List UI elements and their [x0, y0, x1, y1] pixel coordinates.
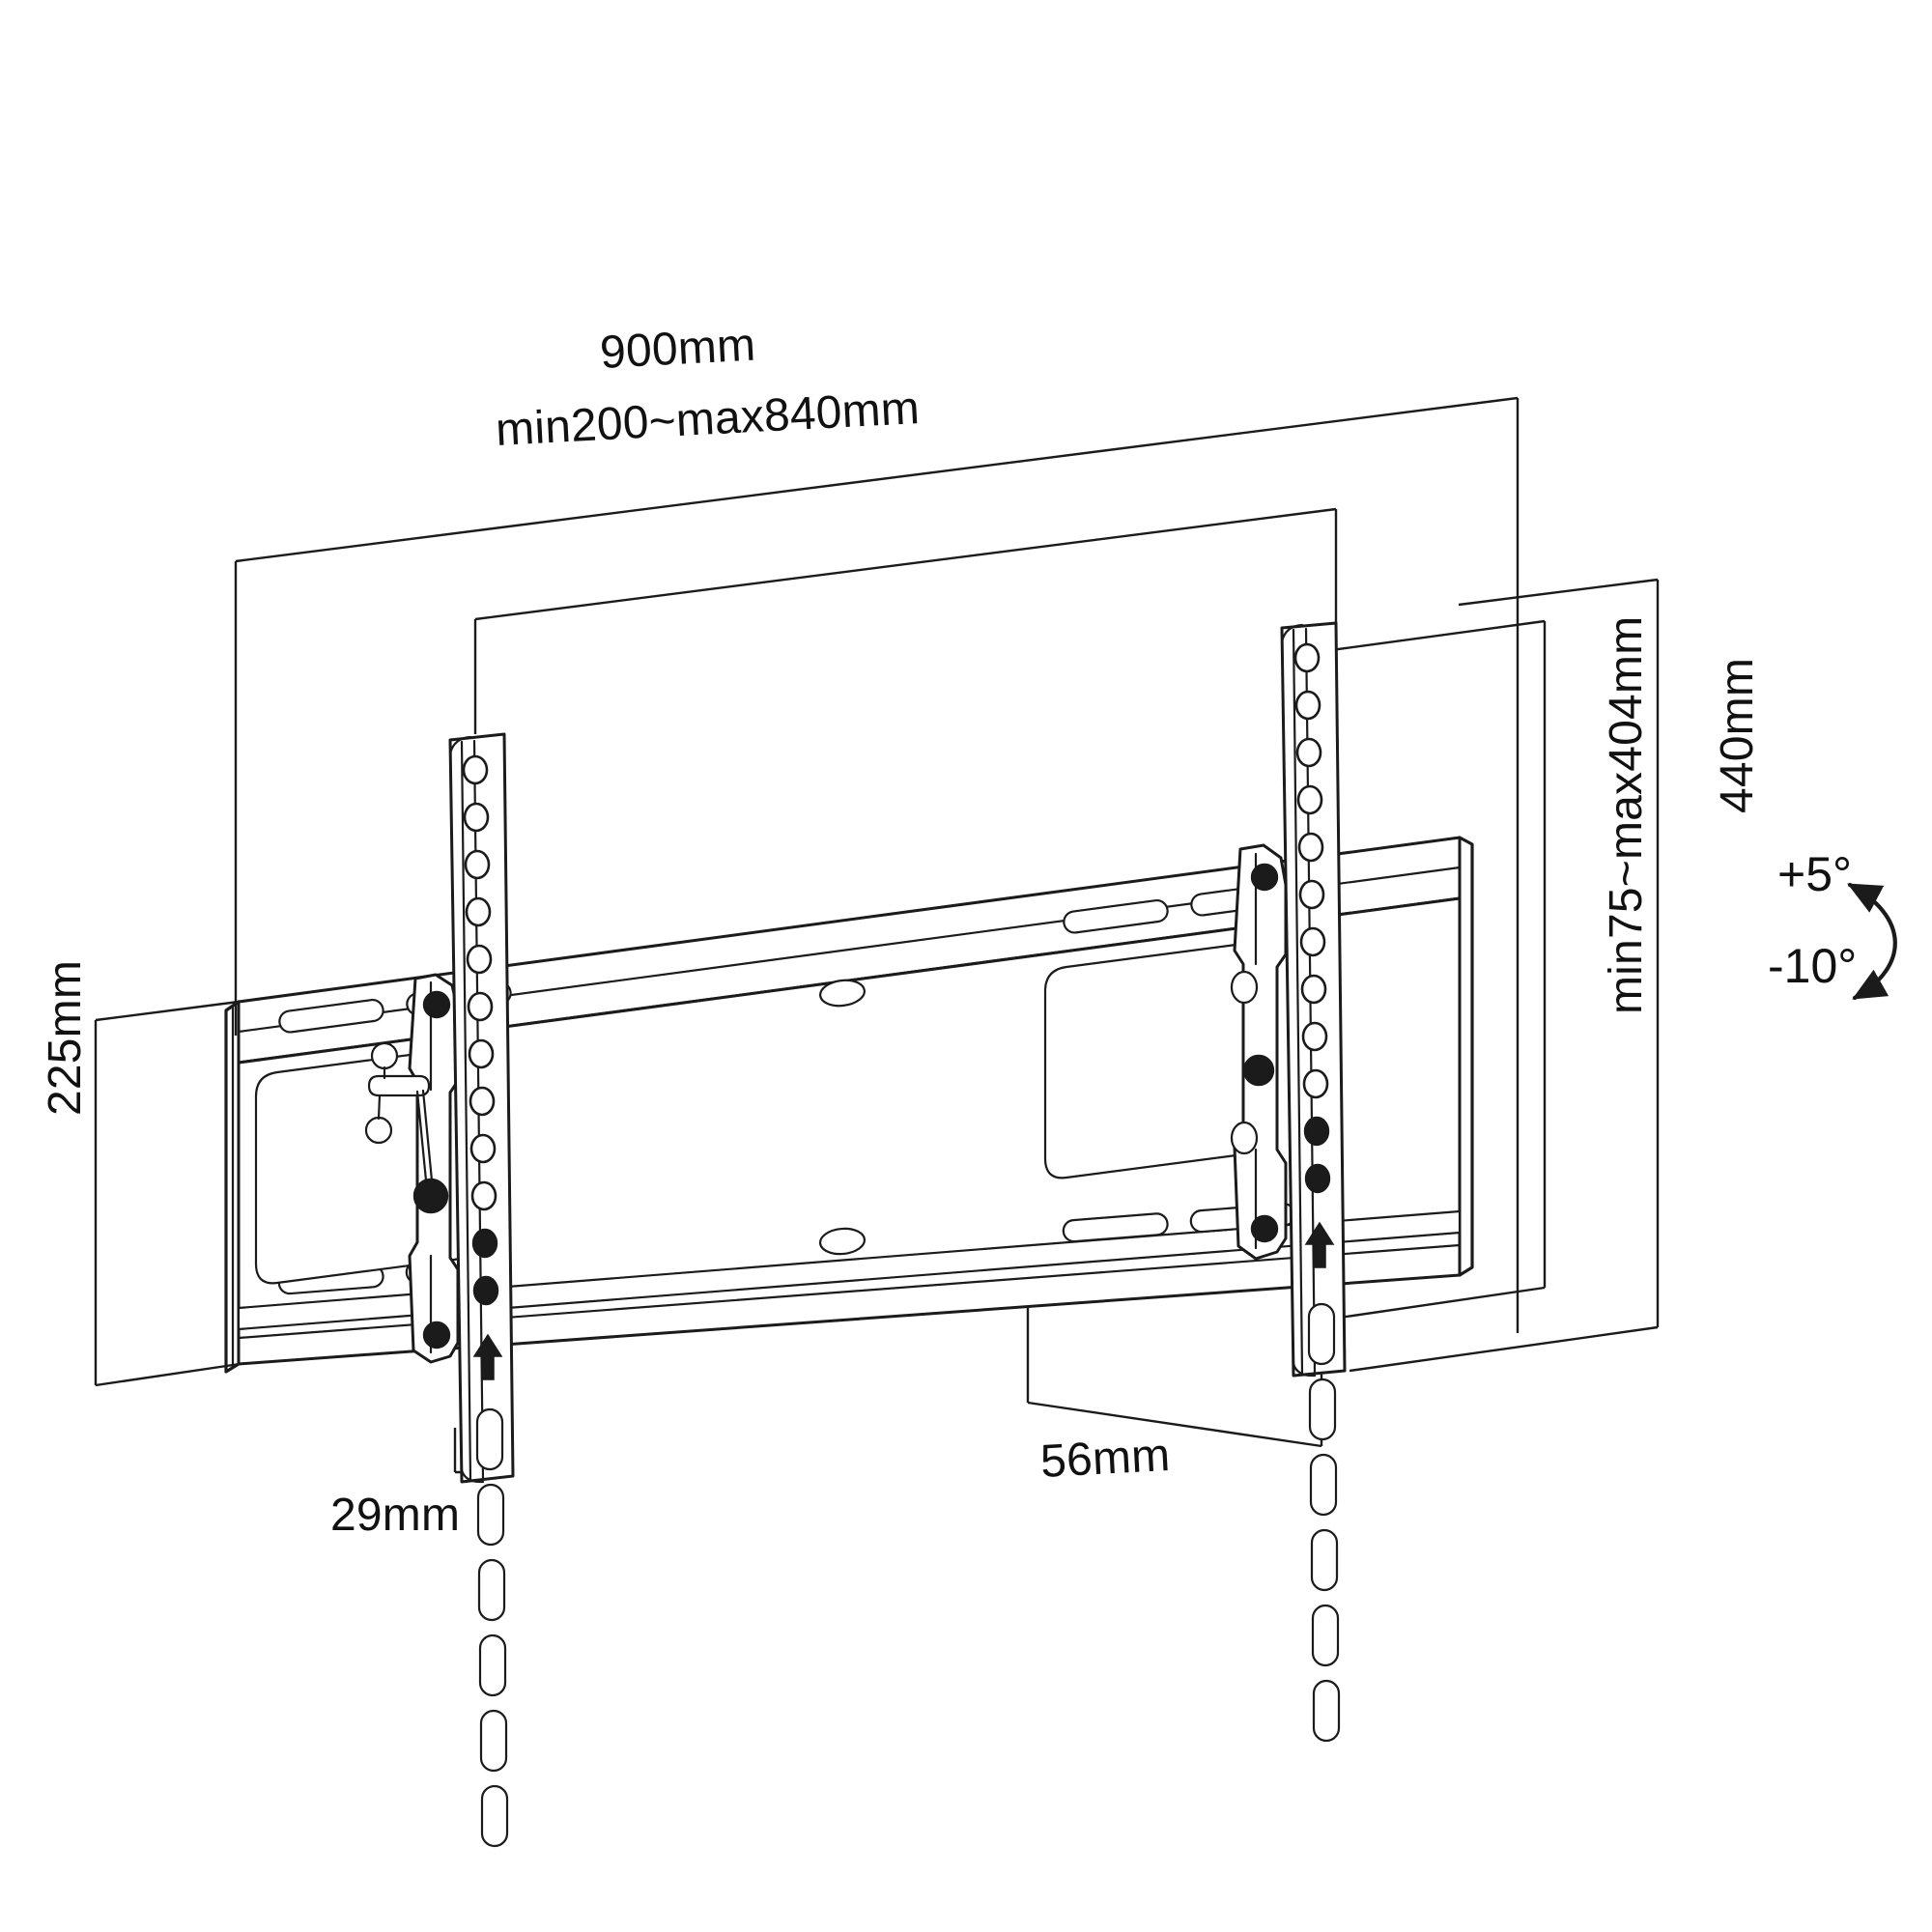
tilt-up-angle-label: +5°	[1777, 847, 1853, 901]
rail-depth-label: 29mm	[330, 1490, 461, 1541]
wall-plate-height-dimension-line	[94, 1000, 241, 1387]
wall-plate	[224, 836, 1474, 1374]
left-rail-hole-column-upper	[462, 754, 499, 1306]
up-orientation-arrow	[472, 1333, 503, 1380]
mount-assembly	[224, 621, 1474, 1848]
overall-width-label: 900mm	[598, 319, 757, 379]
overall-height-dimension-line	[1349, 578, 1660, 1373]
right-tilt-bracket	[1230, 843, 1288, 1261]
vesa-vertical-range-dimension-line	[1319, 619, 1547, 1322]
tilt-down-angle-label: -10°	[1768, 939, 1858, 993]
wall-plate-height-label: 225mm	[40, 959, 91, 1116]
overall-width-dimension-line	[234, 396, 1520, 1333]
wall-offset-label: 56mm	[1038, 1429, 1172, 1488]
wall-offset-dimension-line	[1026, 1285, 1323, 1448]
dimension-lines-group	[94, 396, 1660, 1474]
vesa-vertical-range-label: min75~max404mm	[1601, 615, 1652, 1014]
right-rail-slot-column-lower	[1307, 1302, 1341, 1743]
left-tilt-bracket	[364, 973, 460, 1364]
vesa-horizontal-range-dimension-line	[473, 507, 1338, 734]
right-rail-up-orientation-arrow	[1304, 1221, 1335, 1268]
tilt-range-arrow	[1847, 882, 1897, 1001]
right-rail-hole-column-upper	[1293, 642, 1331, 1194]
left-rail-slot-column-lower	[475, 1407, 509, 1848]
overall-height-label: 440mm	[1712, 657, 1763, 813]
right-vertical-rail	[1280, 621, 1347, 1743]
left-vertical-rail	[448, 732, 515, 1848]
